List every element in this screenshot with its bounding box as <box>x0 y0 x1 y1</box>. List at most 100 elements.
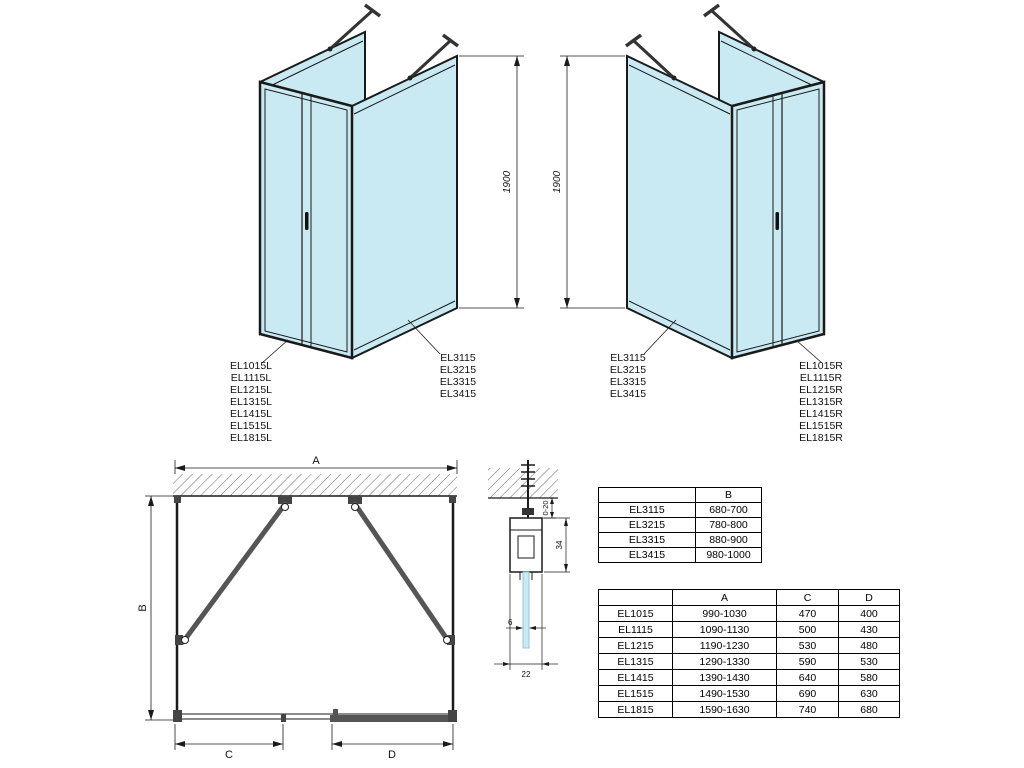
table-header-cell <box>598 487 696 503</box>
dimension-c <box>174 724 284 750</box>
table-cell: 880-900 <box>695 532 762 548</box>
model-code: EL3315 <box>439 376 477 388</box>
table-cell: 1590-1630 <box>672 701 777 718</box>
plan-brace-right <box>348 496 452 645</box>
plan-door-handle <box>333 709 338 715</box>
table-cell: 630 <box>838 685 900 702</box>
height-dimension-label: 1900 <box>552 170 563 193</box>
adjustment-screw <box>521 460 535 518</box>
dimension-d <box>331 724 454 750</box>
plan-door-track <box>173 709 457 722</box>
table-header-cell: C <box>776 589 839 606</box>
plan-side-panels <box>174 496 456 714</box>
glass-panel-section <box>522 571 530 649</box>
model-code: EL1415R <box>799 408 843 420</box>
dimension-depth <box>544 517 570 573</box>
table-cell: EL1415 <box>598 669 673 686</box>
model-code: EL1015R <box>799 360 843 372</box>
model-code: EL3415 <box>609 388 647 400</box>
model-code: EL1515L <box>229 420 273 432</box>
table-cell: 430 <box>838 621 900 638</box>
dimension-gap <box>542 497 556 519</box>
dimension-a-label: A <box>312 455 320 467</box>
table-cell: 990-1030 <box>672 605 777 622</box>
model-code: EL1415L <box>229 408 273 420</box>
dimension-d-label: D <box>388 749 396 761</box>
model-code: EL1215R <box>799 384 843 396</box>
table-cell: 740 <box>776 701 839 718</box>
plan-view: A <box>137 455 458 761</box>
model-code: EL3415 <box>439 388 477 400</box>
dimension-glass <box>506 626 546 630</box>
table-header-row: B <box>598 487 762 503</box>
table-cell: EL1815 <box>598 701 673 718</box>
table-cell: 470 <box>776 605 839 622</box>
table-cell: 400 <box>838 605 900 622</box>
table-cell: 1390-1430 <box>672 669 777 686</box>
model-code: EL1115R <box>799 372 843 384</box>
table-cell: 530 <box>776 637 839 654</box>
table-header-cell <box>598 589 673 606</box>
wall-profile-section <box>509 517 543 580</box>
table-cell: EL1515 <box>598 685 673 702</box>
table-header-row: A C D <box>598 589 900 606</box>
model-code: EL1815R <box>799 432 843 444</box>
iso-drawing-left: 1900 <box>258 3 526 365</box>
model-code: EL3215 <box>439 364 477 376</box>
height-dimension-label: 1900 <box>502 170 513 193</box>
model-code: EL1815L <box>229 432 273 444</box>
table-cell: EL1215 <box>598 637 673 654</box>
table-cell: EL3415 <box>598 547 696 563</box>
dimension-b <box>145 495 173 721</box>
model-code: EL3215 <box>609 364 647 376</box>
table-cell: 500 <box>776 621 839 638</box>
table-header-cell: B <box>695 487 762 503</box>
table-header-cell: D <box>838 589 900 606</box>
dimension-a <box>174 460 458 474</box>
table-cell: 590 <box>776 653 839 670</box>
dimension-b-label: B <box>137 604 149 611</box>
plan-door-panel <box>330 715 448 722</box>
table-cell: EL1315 <box>598 653 673 670</box>
table-cell: 1490-1530 <box>672 685 777 702</box>
model-code: EL1115L <box>230 372 272 384</box>
dimension-width-label: 22 <box>522 670 531 679</box>
table-cell: 580 <box>838 669 900 686</box>
dimension-glass-label: 6 <box>508 618 513 627</box>
table-cell: 1290-1330 <box>672 653 777 670</box>
wall-hatch <box>173 474 457 497</box>
model-code: EL3115 <box>440 352 476 364</box>
plan-brace-left <box>180 496 292 645</box>
table-cell: EL3115 <box>598 502 696 518</box>
table-cell: 780-800 <box>695 517 762 533</box>
table-cell: EL1115 <box>598 621 673 638</box>
model-code: EL1015L <box>229 360 273 372</box>
table-cell: EL1015 <box>598 605 673 622</box>
model-code: EL1315L <box>229 396 273 408</box>
table-cell: 1090-1130 <box>672 621 777 638</box>
table-cell: EL3215 <box>598 517 696 533</box>
table-header-cell: A <box>672 589 777 606</box>
model-code: EL1215L <box>229 384 273 396</box>
dimension-depth-label: 34 <box>555 540 564 549</box>
table-cell: 1190-1230 <box>672 637 777 654</box>
table-cell: 690 <box>776 685 839 702</box>
table-cell: 980-1000 <box>695 547 762 563</box>
table-cell: 680-700 <box>695 502 762 518</box>
